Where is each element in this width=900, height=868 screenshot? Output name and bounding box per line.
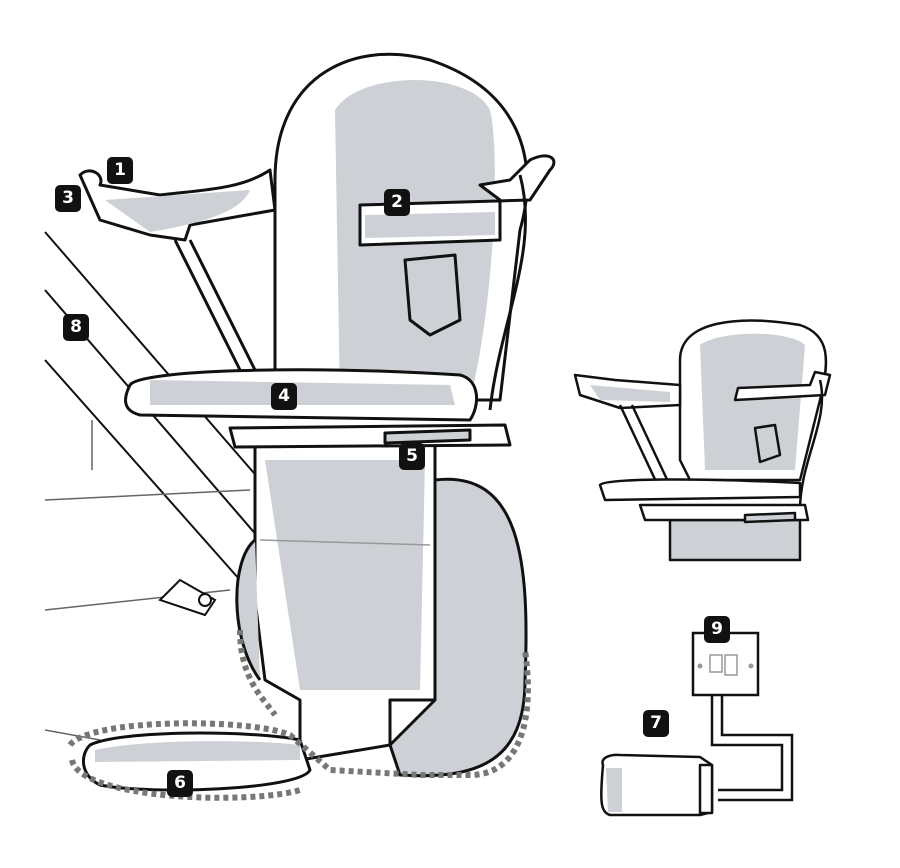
label-3: 3 — [55, 185, 81, 212]
label-7: 7 — [643, 710, 669, 737]
inset-chair — [573, 319, 832, 562]
label-6: 6 — [167, 770, 193, 797]
label-9: 9 — [704, 616, 730, 643]
power-supply-box — [600, 753, 714, 817]
power-cable — [710, 695, 794, 802]
staircase — [44, 231, 266, 741]
label-5: 5 — [399, 443, 425, 470]
label-4: 4 — [271, 383, 297, 410]
label-2: 2 — [384, 189, 410, 216]
label-1: 1 — [107, 157, 133, 184]
main-chair — [78, 52, 556, 792]
label-8: 8 — [63, 314, 89, 341]
